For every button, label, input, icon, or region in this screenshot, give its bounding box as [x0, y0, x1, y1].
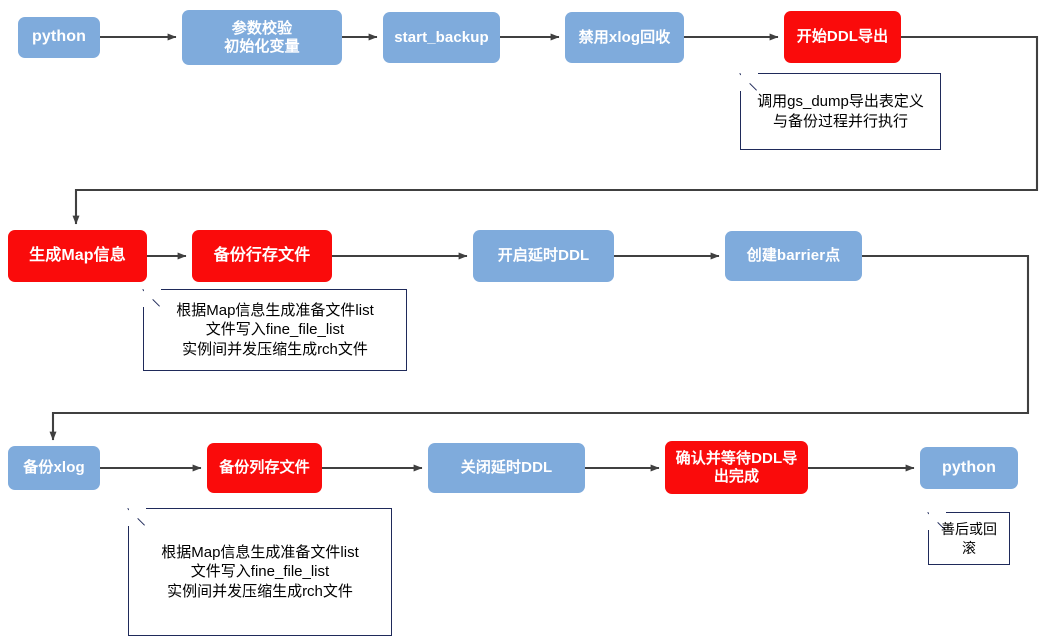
node-disable-xlog[interactable]: 禁用xlog回收: [565, 12, 684, 63]
node-create-barrier[interactable]: 创建barrier点: [725, 231, 862, 281]
callout-fold-corner-icon: [928, 512, 946, 530]
callout-col-store: 根据Map信息生成准备文件list 文件写入fine_file_list 实例间…: [128, 508, 392, 636]
node-backup-xlog[interactable]: 备份xlog: [8, 446, 100, 490]
callout-fold-corner-icon: [128, 508, 146, 526]
node-confirm-wait-ddl[interactable]: 确认并等待DDL导 出完成: [665, 441, 808, 494]
callout-gs-dump-text: 调用gs_dump导出表定义 与备份过程并行执行: [757, 93, 924, 130]
node-start-ddl-export[interactable]: 开始DDL导出: [784, 11, 901, 63]
callout-cleanup-text: 善后或回 滚: [941, 521, 997, 556]
node-backup-col-store[interactable]: 备份列存文件: [207, 443, 322, 493]
node-disable-delay-ddl[interactable]: 关闭延时DDL: [428, 443, 585, 493]
node-backup-row-store[interactable]: 备份行存文件: [192, 230, 332, 282]
node-enable-delay-ddl[interactable]: 开启延时DDL: [473, 230, 614, 282]
callout-fold-corner-icon: [143, 289, 161, 307]
node-start-backup[interactable]: start_backup: [383, 12, 500, 63]
node-python-end[interactable]: python: [920, 447, 1018, 489]
callout-fold-corner-icon: [740, 73, 758, 91]
callout-col-store-text: 根据Map信息生成准备文件list 文件写入fine_file_list 实例间…: [161, 543, 359, 600]
callout-cleanup: 善后或回 滚: [928, 512, 1010, 565]
callout-row-store: 根据Map信息生成准备文件list 文件写入fine_file_list 实例间…: [143, 289, 407, 371]
node-param-check[interactable]: 参数校验 初始化变量: [182, 10, 342, 65]
node-gen-map-info[interactable]: 生成Map信息: [8, 230, 147, 282]
node-python-start[interactable]: python: [18, 17, 100, 58]
callout-gs-dump: 调用gs_dump导出表定义 与备份过程并行执行: [740, 73, 941, 150]
callout-row-store-text: 根据Map信息生成准备文件list 文件写入fine_file_list 实例间…: [176, 301, 374, 358]
